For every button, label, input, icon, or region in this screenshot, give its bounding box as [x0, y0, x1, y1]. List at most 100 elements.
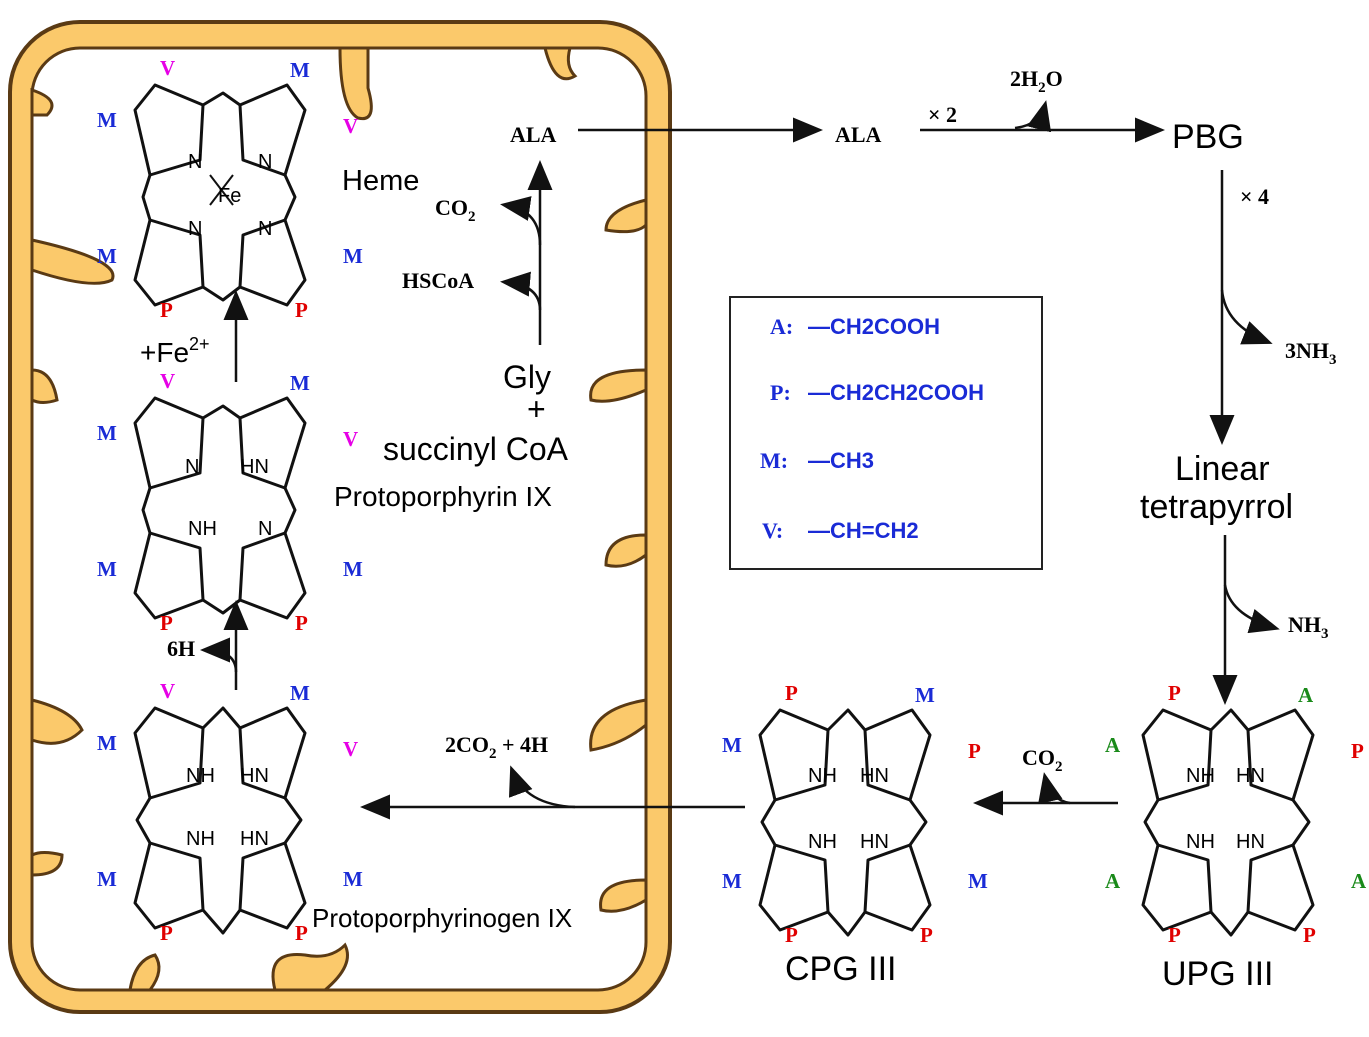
upg-substituent-p: P	[1303, 923, 1316, 947]
ppg-nh2: NH	[186, 828, 215, 850]
protoporphyrinogen-substituent-m: M	[343, 867, 363, 891]
legend-key-m: M:	[760, 448, 788, 473]
water-release-label: 2H2O	[1010, 66, 1063, 96]
upg-label: UPG III	[1162, 955, 1273, 993]
protoporphyrinogen-substituent-m: M	[290, 681, 310, 705]
ppg-hn1: HN	[240, 765, 269, 787]
linear-label-2: tetrapyrrol	[1140, 488, 1293, 526]
legend-text-p: —CH2CH2COOH	[808, 380, 984, 405]
protoporphyrin-substituent-v: V	[160, 369, 175, 393]
pp-n1: N	[185, 456, 199, 478]
pp-nh: NH	[188, 518, 217, 540]
pp-n2: N	[258, 518, 272, 540]
cpg-nh1: NH	[808, 765, 837, 787]
upg-structure: NH HN NH HN	[1141, 708, 1315, 937]
nh3-release-label: NH3	[1288, 612, 1329, 642]
heme-substituent-p: P	[160, 298, 173, 322]
legend-text-m: —CH3	[808, 448, 874, 473]
protoporphyrin-label: Protoporphyrin IX	[334, 481, 552, 512]
protoporphyrinogen-substituent-p: P	[160, 921, 173, 945]
protoporphyrinogen-substituent-v: V	[343, 737, 358, 761]
heme-n3: N	[188, 218, 202, 240]
co2-4h-label: 2CO2 + 4H	[445, 732, 548, 762]
six-h-label: 6H	[167, 636, 195, 661]
protoporphyrinogen-substituent-m: M	[97, 731, 117, 755]
heme-substituent-m: M	[343, 244, 363, 268]
times-four-label: × 4	[1240, 184, 1269, 209]
cpg-substituent-p: P	[920, 923, 933, 947]
substituent-labels: V M M V M M P P V M M V M M P P V M M V M M P P P M M P M M P P P A A P A A P P	[97, 56, 1367, 947]
cpg-substituent-m: M	[968, 869, 988, 893]
cpg-substituent-m: M	[722, 733, 742, 757]
heme-fe: Fe	[218, 185, 241, 207]
succinyl-coa-label: succinyl CoA	[383, 431, 569, 467]
heme-substituent-m: M	[290, 58, 310, 82]
cpg-substituent-m: M	[722, 869, 742, 893]
upg-substituent-a: A	[1105, 869, 1121, 893]
ppg-hn2: HN	[240, 828, 269, 850]
protoporphyrinogen-label: Protoporphyrinogen IX	[312, 903, 572, 933]
protoporphyrin-substituent-m: M	[343, 557, 363, 581]
protoporphyrinogen-substituent-v: V	[160, 679, 175, 703]
heme-n1: N	[188, 151, 202, 173]
legend-key-p: P:	[770, 380, 791, 405]
heme-substituent-p: P	[295, 298, 308, 322]
cpg-substituent-p: P	[785, 923, 798, 947]
legend-key-v: V:	[762, 518, 783, 543]
protoporphyrinogen-structure: NH HN NH HN	[133, 706, 307, 935]
heme-n4: N	[258, 218, 272, 240]
cpg-structure: NH HN NH HN	[758, 708, 932, 937]
upg-substituent-a: A	[1298, 683, 1314, 707]
upg-substituent-a: A	[1351, 869, 1367, 893]
plus-label: +	[527, 391, 546, 427]
mitochondrion	[8, 20, 672, 1014]
ala-cyto-label: ALA	[835, 122, 882, 147]
ala-mito-label: ALA	[510, 122, 557, 147]
heme-substituent-v: V	[343, 114, 358, 138]
cpg-label: CPG III	[785, 950, 896, 988]
upg-nh2: NH	[1186, 831, 1215, 853]
legend-key-a: A:	[770, 314, 793, 339]
pp-hn: HN	[240, 456, 269, 478]
legend-text-a: —CH2COOH	[808, 314, 940, 339]
cpg-substituent-p: P	[785, 681, 798, 705]
co2-upg-label: CO2	[1022, 745, 1063, 775]
three-nh3-label: 3NH3	[1285, 338, 1337, 368]
protoporphyrin-substituent-p: P	[295, 611, 308, 635]
protoporphyrin-substituent-m: M	[97, 557, 117, 581]
protoporphyrin-substituent-m: M	[290, 371, 310, 395]
fe-addition-label: +Fe2+	[140, 334, 210, 368]
heme-n2: N	[258, 151, 272, 173]
co2-release-label: CO2	[435, 195, 476, 225]
upg-substituent-a: A	[1105, 733, 1121, 757]
heme-substituent-v: V	[160, 56, 175, 80]
upg-hn1: HN	[1236, 765, 1265, 787]
upg-substituent-p: P	[1351, 739, 1364, 763]
protoporphyrin-substituent-m: M	[97, 421, 117, 445]
legend-box: A: —CH2COOH P: —CH2CH2COOH M: —CH3 V: —C…	[729, 296, 1043, 570]
cpg-nh2: NH	[808, 831, 837, 853]
upg-hn2: HN	[1236, 831, 1265, 853]
linear-label-1: Linear	[1175, 450, 1270, 488]
protoporphyrin-structure: N HN NH N	[133, 396, 307, 620]
upg-nh1: NH	[1186, 765, 1215, 787]
cpg-hn1: HN	[860, 765, 889, 787]
protoporphyrinogen-substituent-m: M	[97, 867, 117, 891]
pbg-label: PBG	[1172, 118, 1244, 156]
cpg-substituent-p: P	[968, 739, 981, 763]
hscoa-release-label: HSCoA	[402, 268, 474, 293]
times-two-label: × 2	[928, 102, 957, 127]
heme-substituent-m: M	[97, 108, 117, 132]
upg-substituent-p: P	[1168, 923, 1181, 947]
pathway-arrows	[200, 100, 1280, 820]
protoporphyrin-substituent-v: V	[343, 427, 358, 451]
cpg-hn2: HN	[860, 831, 889, 853]
upg-substituent-p: P	[1168, 681, 1181, 705]
heme-label: Heme	[342, 165, 419, 197]
heme-substituent-m: M	[97, 244, 117, 268]
gly-label: Gly	[503, 359, 551, 395]
heme-structure: N N N N Fe	[133, 83, 307, 307]
cpg-substituent-m: M	[915, 683, 935, 707]
protoporphyrinogen-substituent-p: P	[295, 921, 308, 945]
protoporphyrin-substituent-p: P	[160, 611, 173, 635]
